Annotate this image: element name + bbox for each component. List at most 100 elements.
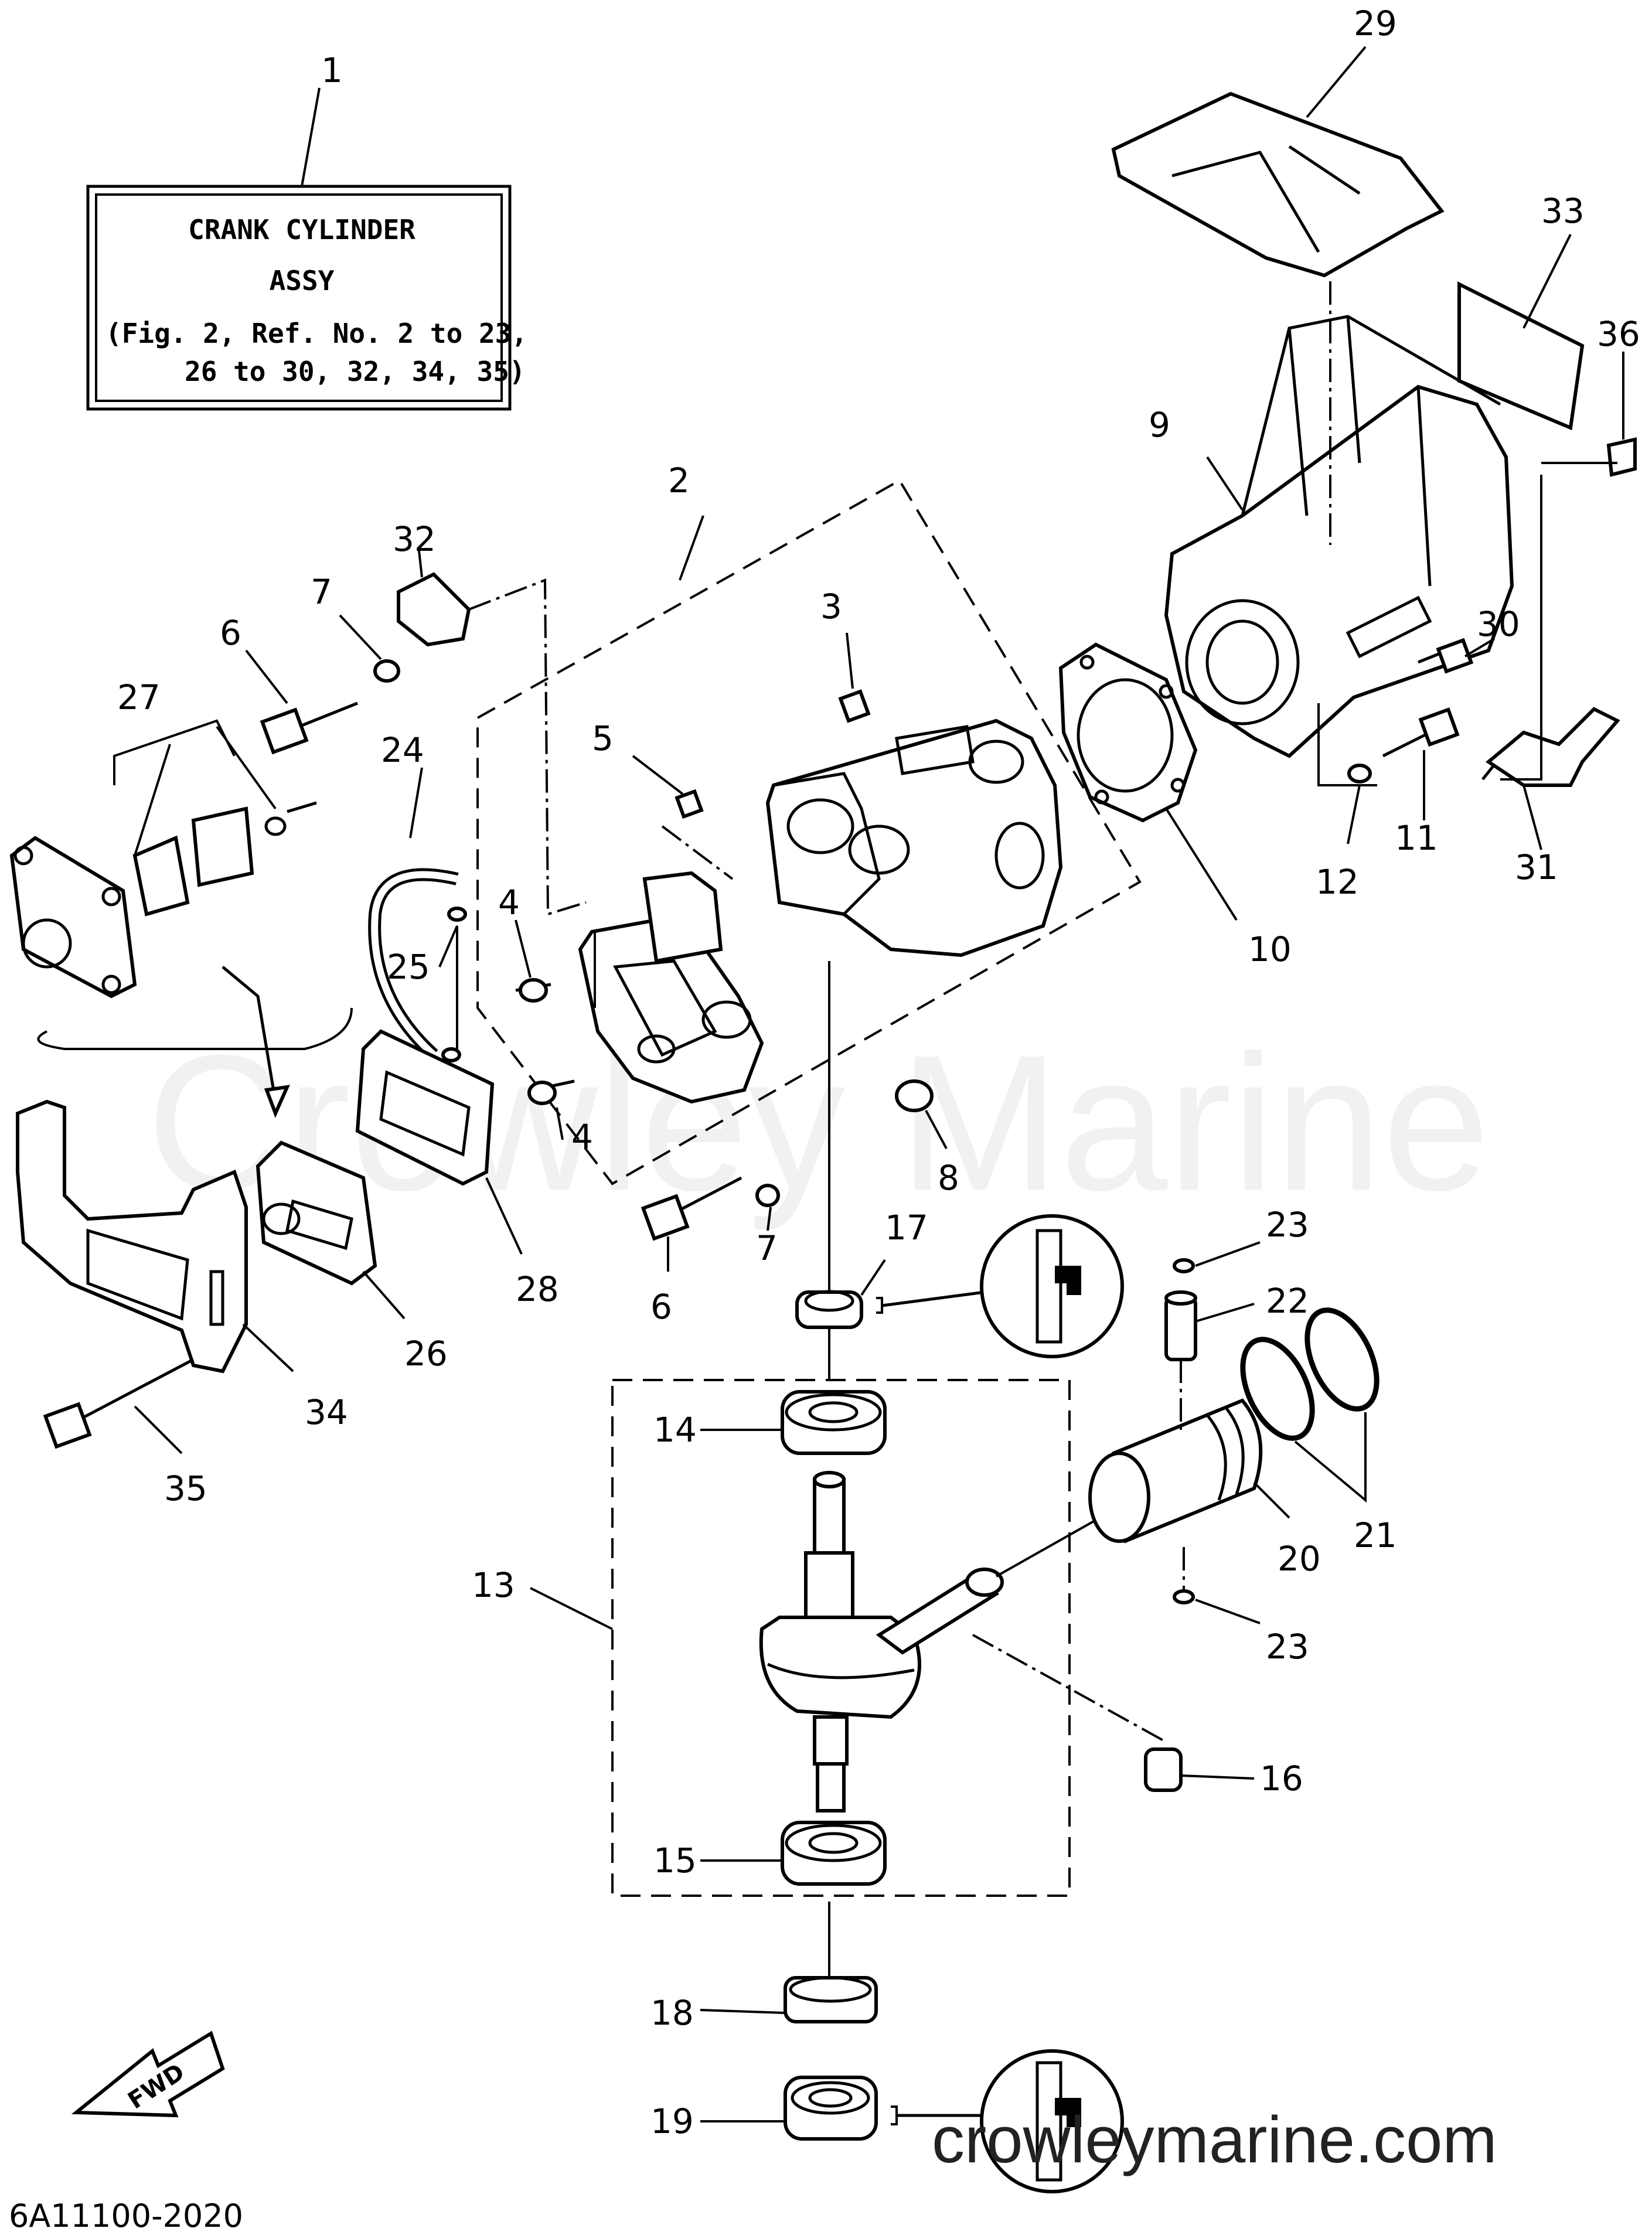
callout-4-upper: 4 — [498, 883, 520, 922]
callout-9: 9 — [1149, 405, 1170, 445]
callout-7-lower: 7 — [756, 1228, 778, 1268]
intake-plate — [9, 836, 137, 999]
spark-plug-31 — [1481, 707, 1620, 787]
callout-10: 10 — [1248, 929, 1292, 969]
detail-circle-upper — [980, 1214, 1124, 1358]
oil-seal-18 — [784, 1976, 878, 2023]
plate-33 — [1457, 281, 1585, 431]
screw-4-upper — [515, 978, 551, 1003]
arrow-icon — [264, 1085, 290, 1118]
clamp-25-upper — [447, 907, 467, 922]
gasket-28 — [355, 1029, 495, 1186]
reed-valve-27 — [132, 801, 317, 917]
clamp-25-lower — [441, 1047, 461, 1062]
crankcase-body — [765, 718, 1063, 958]
bearing-14 — [781, 1390, 887, 1455]
assembly-ref-line1: (Fig. 2, Ref. No. 2 to 23, — [105, 318, 527, 349]
callout-14: 14 — [653, 1410, 697, 1450]
assembly-box-inner — [95, 193, 503, 402]
clip-23-upper — [1173, 1258, 1195, 1273]
callout-7-upper: 7 — [311, 572, 332, 612]
callout-34: 34 — [305, 1392, 348, 1432]
needle-bearing-16 — [1144, 1747, 1183, 1792]
callout-3: 3 — [820, 587, 842, 626]
clip-32 — [397, 572, 471, 647]
callout-16: 16 — [1260, 1759, 1303, 1798]
cylinder-assembly-boundary — [476, 479, 1142, 1185]
assembly-ref-line2: 26 to 30, 32, 34, 35) — [185, 356, 526, 387]
clip-36 — [1606, 437, 1637, 477]
callout-36: 36 — [1597, 314, 1640, 354]
callout-1: 1 — [321, 50, 343, 90]
oil-seal-19 — [784, 2076, 878, 2141]
bolt-6-lower — [641, 1176, 742, 1241]
crankshaft-assembly-boundary — [611, 1379, 1071, 1897]
callout-24: 24 — [381, 730, 424, 770]
bolt-30 — [1418, 638, 1474, 674]
assembly-info-box: CRANK CYLINDER ASSY (Fig. 2, Ref. No. 2 … — [86, 185, 527, 411]
crankcase-half — [578, 871, 764, 1104]
oil-seal-17 — [795, 1290, 863, 1329]
bolt-6-upper — [260, 701, 358, 755]
callout-6-lower: 6 — [650, 1287, 672, 1327]
callout-30: 30 — [1477, 604, 1520, 644]
assembly-box-outer — [86, 185, 512, 411]
callout-22: 22 — [1266, 1281, 1309, 1321]
gasket-10 — [1058, 642, 1198, 823]
bolt-11 — [1382, 707, 1460, 758]
callout-12: 12 — [1316, 862, 1359, 902]
callout-2: 2 — [668, 461, 690, 500]
callout-21: 21 — [1354, 1515, 1397, 1555]
callout-5: 5 — [592, 718, 614, 758]
callout-31: 31 — [1515, 847, 1558, 887]
piston-20 — [1088, 1398, 1263, 1544]
callout-18: 18 — [650, 1993, 694, 2033]
callout-15: 15 — [653, 1841, 697, 1880]
clip-23-lower — [1173, 1589, 1195, 1604]
callout-13: 13 — [472, 1565, 515, 1605]
callout-4-lower: 4 — [571, 1117, 593, 1157]
callout-29: 29 — [1354, 4, 1397, 43]
callout-23-upper: 23 — [1266, 1205, 1309, 1245]
bearing-15 — [781, 1821, 887, 1886]
site-label: crowleymarine.com — [932, 2103, 1497, 2176]
dowel-3 — [838, 689, 871, 723]
callout-20: 20 — [1278, 1539, 1321, 1579]
piston-ring-upper — [1240, 1337, 1315, 1441]
washer-7-lower — [755, 1184, 780, 1207]
cover-34 — [16, 1099, 248, 1374]
dowel-5 — [675, 789, 704, 819]
callout-32: 32 — [393, 519, 436, 559]
assembly-subtitle: ASSY — [270, 265, 335, 297]
callout-35: 35 — [164, 1469, 207, 1508]
assembly-title: CRANK CYLINDER — [188, 214, 415, 246]
gasket-29 — [1111, 91, 1445, 278]
piston-ring-lower — [1304, 1307, 1379, 1412]
callout-23-lower: 23 — [1266, 1627, 1309, 1667]
forward-arrow-icon: FWD — [71, 2030, 225, 2118]
callout-17: 17 — [885, 1208, 928, 1248]
callout-27: 27 — [117, 677, 161, 717]
screw-4-lower — [527, 1079, 575, 1105]
washer-12 — [1347, 764, 1372, 783]
exhaust-cover-9 — [1164, 315, 1514, 758]
connecting-rod — [876, 1568, 1004, 1655]
callout-28: 28 — [516, 1269, 559, 1309]
callout-6-upper: 6 — [220, 613, 241, 653]
crankshaft — [759, 1471, 921, 1812]
intake-manifold-26 — [256, 1140, 377, 1286]
callout-11: 11 — [1395, 818, 1438, 858]
callout-8: 8 — [938, 1158, 959, 1198]
callout-19: 19 — [650, 2101, 694, 2141]
drawing-code: 6A11100-2020 — [9, 2197, 243, 2234]
callout-26: 26 — [404, 1334, 448, 1374]
pin-8 — [895, 1079, 934, 1112]
callout-33: 33 — [1541, 191, 1585, 231]
bolt-35 — [43, 1358, 195, 1449]
washer-7-upper — [373, 659, 400, 683]
piston-pin-22 — [1164, 1290, 1197, 1361]
detail-circle-lower — [980, 2049, 1124, 2193]
callout-25: 25 — [387, 947, 430, 987]
